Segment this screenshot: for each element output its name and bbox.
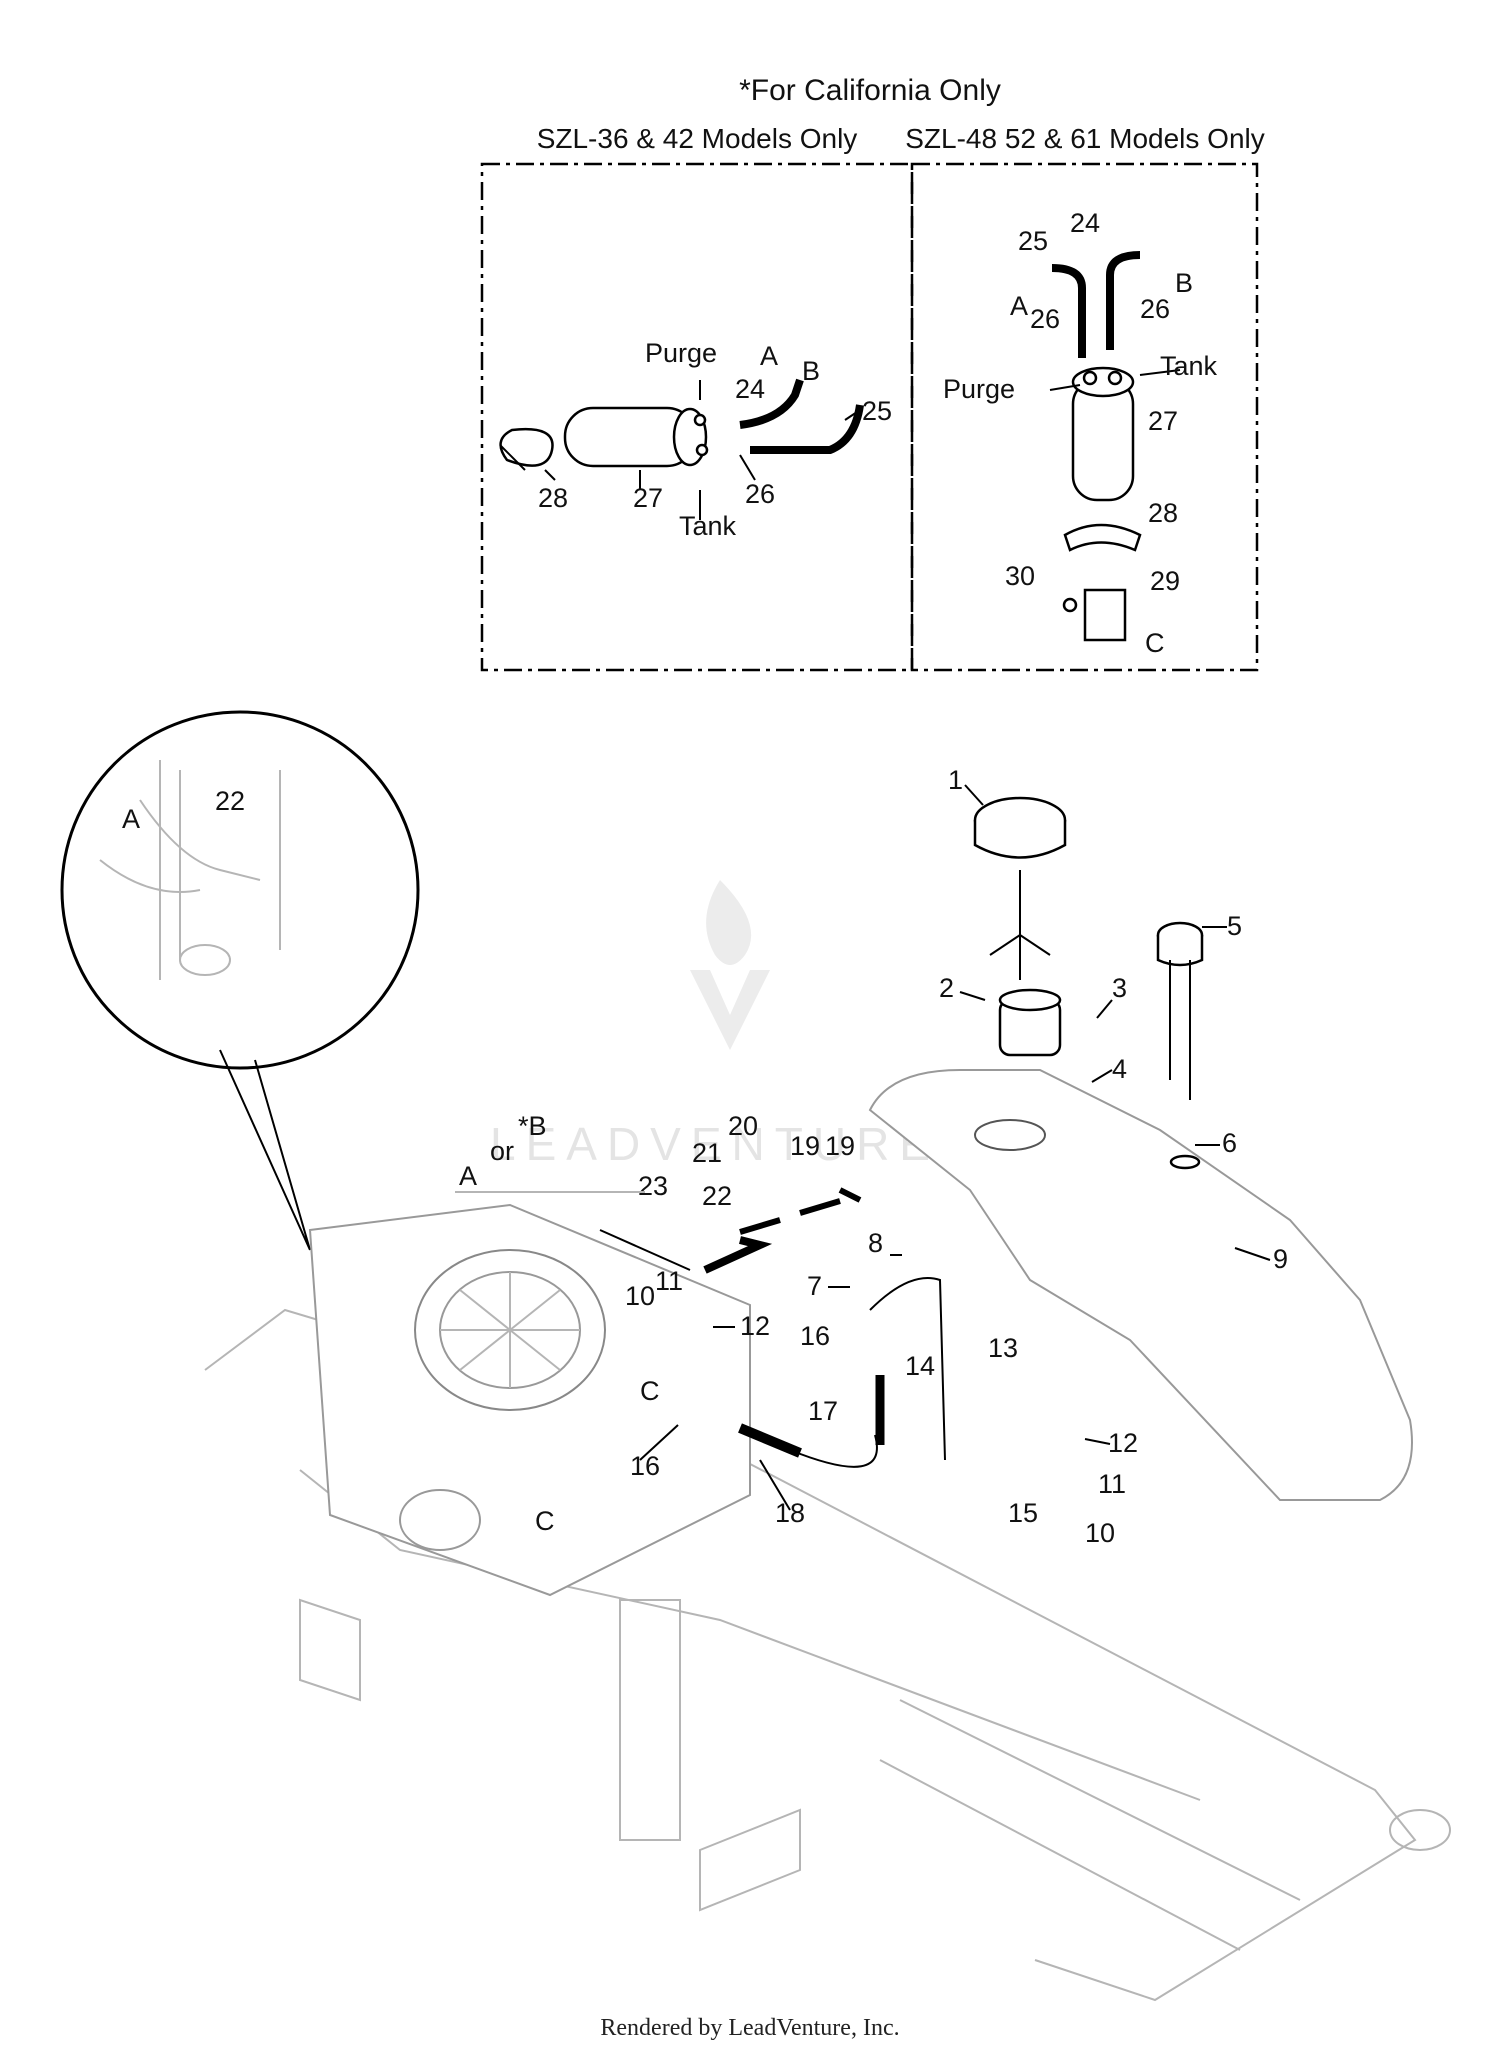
callout-19b: 19: [825, 1131, 855, 1161]
callout-11b: 11: [1098, 1469, 1126, 1499]
right-callout-30: 30: [1005, 561, 1035, 591]
callout-12a: 12: [740, 1311, 770, 1341]
hose-end-star-b-label: *B: [518, 1111, 547, 1141]
right-callout-28: 28: [1148, 498, 1178, 528]
callout-12b: 12: [1108, 1428, 1138, 1458]
left-panel-heading: SZL-36 & 42 Models Only: [537, 123, 858, 154]
callout-19a: 19: [790, 1131, 820, 1161]
right-purge-label: Purge: [943, 374, 1015, 404]
callout-17: 17: [808, 1396, 838, 1426]
callout-13: 13: [988, 1333, 1018, 1363]
california-panels: [480, 162, 1259, 672]
callout-5: 5: [1227, 911, 1242, 941]
callout-7: 7: [807, 1271, 822, 1301]
left-callout-25: 25: [862, 396, 892, 426]
watermark-text: LEADVENTURE: [490, 1118, 940, 1170]
callout-3: 3: [1112, 973, 1127, 1003]
left-callout-27: 27: [633, 483, 663, 513]
right-callout-29: 29: [1150, 566, 1180, 596]
callout-21: 21: [692, 1138, 722, 1168]
callout-18: 18: [775, 1498, 805, 1528]
fuel-hose-23: [599, 1187, 862, 1274]
inset-a-label: A: [122, 804, 140, 834]
callout-22: 22: [702, 1181, 732, 1211]
right-callout-26b: 26: [1140, 294, 1170, 324]
footer-credit: Rendered by LeadVenture, Inc.: [600, 2015, 899, 2041]
callout-15: 15: [1008, 1498, 1038, 1528]
fuel-tank: [868, 1069, 1413, 1501]
left-a-label: A: [760, 341, 778, 371]
callout-4: 4: [1112, 1054, 1127, 1084]
callout-23: 23: [638, 1171, 668, 1201]
right-c-label: C: [1145, 628, 1165, 658]
callout-10b: 10: [1085, 1518, 1115, 1548]
leader-lines: [455, 784, 1271, 1511]
leadventure-watermark: LEADVENTURE: [490, 880, 940, 1170]
right-panel-canister: [1049, 251, 1181, 642]
callout-1: 1: [948, 765, 963, 795]
callout-2: 2: [939, 973, 954, 1003]
left-callout-28: 28: [538, 483, 568, 513]
callout-16a: 16: [800, 1321, 830, 1351]
callout-8: 8: [868, 1228, 883, 1258]
callout-11a: 11: [655, 1266, 683, 1296]
left-tank-label: Tank: [679, 511, 737, 541]
engine: [308, 1203, 751, 1597]
diagram-title: *For California Only: [739, 74, 1001, 107]
fuel-filter-strainer: [998, 988, 1062, 1057]
right-callout-24: 24: [1070, 208, 1100, 238]
right-b-label: B: [1175, 268, 1193, 298]
inset-callout-22: 22: [215, 786, 245, 816]
fuel-cap: [973, 796, 1067, 980]
hose-end-a-label: A: [459, 1161, 477, 1191]
c-label-1: C: [640, 1376, 660, 1406]
right-tank-label: Tank: [1160, 351, 1218, 381]
right-callout-26a: 26: [1030, 304, 1060, 334]
right-a-label: A: [1010, 291, 1028, 321]
callout-14: 14: [905, 1351, 935, 1381]
or-label: or: [490, 1136, 514, 1166]
left-purge-label: Purge: [645, 338, 717, 368]
callout-20: 20: [728, 1111, 758, 1141]
left-panel-canister: [499, 378, 864, 520]
c-label-2: C: [535, 1506, 555, 1536]
detail-inset: [60, 710, 420, 1251]
right-callout-27: 27: [1148, 406, 1178, 436]
right-callout-25: 25: [1018, 226, 1048, 256]
callout-6: 6: [1222, 1128, 1237, 1158]
left-callout-26: 26: [745, 479, 775, 509]
callout-10a: 10: [625, 1281, 655, 1311]
fuel-line-17: [869, 1277, 946, 1461]
left-callout-24: 24: [735, 374, 765, 404]
fuel-gauge: [1156, 921, 1204, 1170]
left-b-label: B: [802, 356, 820, 386]
vent-hose-18: [738, 1423, 878, 1468]
callout-9: 9: [1273, 1244, 1288, 1274]
right-panel-heading: SZL-48 52 & 61 Models Only: [905, 123, 1265, 154]
